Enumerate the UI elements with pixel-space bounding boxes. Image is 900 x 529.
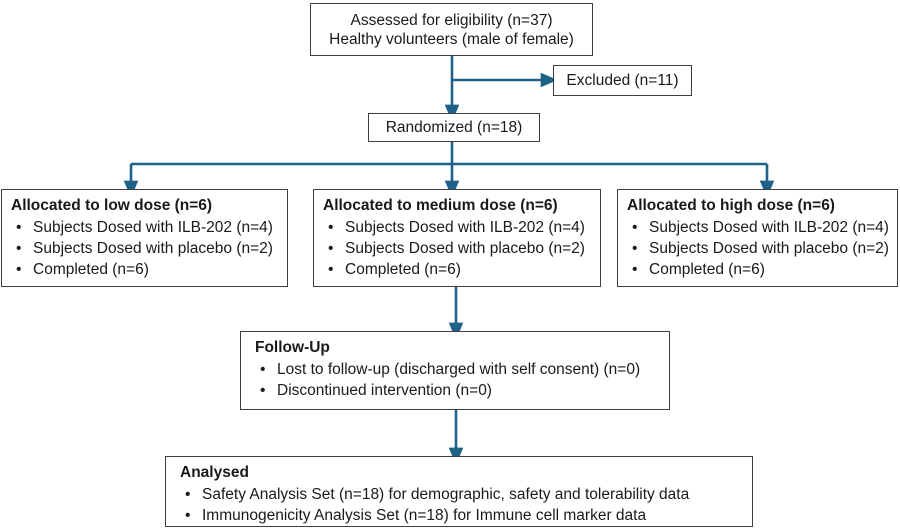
medium-dose-bullet-1: • Subjects Dosed with ILB-202 (n=4)	[323, 217, 592, 238]
medium-dose-title: Allocated to medium dose (n=6)	[323, 197, 558, 214]
high-dose-bullet-1: • Subjects Dosed with ILB-202 (n=4)	[627, 217, 889, 238]
follow-up-bullet-2-text: Discontinued intervention (n=0)	[277, 382, 492, 399]
bullet-icon: •	[16, 261, 22, 278]
bullet-icon: •	[328, 240, 334, 257]
low-dose-bullet-3: • Completed (n=6)	[11, 259, 279, 280]
bullet-icon: •	[185, 507, 191, 524]
high-dose-bullet-2-text: Subjects Dosed with placebo (n=2)	[649, 240, 889, 257]
node-excluded: Excluded (n=11)	[553, 65, 692, 96]
high-dose-bullet-3: • Completed (n=6)	[627, 259, 889, 280]
low-dose-bullet-list: • Subjects Dosed with ILB-202 (n=4) • Su…	[11, 217, 279, 280]
node-allocated-low-dose: Allocated to low dose (n=6) • Subjects D…	[1, 189, 288, 287]
low-dose-bullet-1-text: Subjects Dosed with ILB-202 (n=4)	[33, 219, 273, 236]
node-randomized: Randomized (n=18)	[368, 113, 540, 142]
bullet-icon: •	[328, 219, 334, 236]
analysed-bullet-2: • Immunogenicity Analysis Set (n=18) for…	[180, 505, 744, 526]
medium-dose-bullet-1-text: Subjects Dosed with ILB-202 (n=4)	[345, 219, 585, 236]
medium-dose-bullet-2: • Subjects Dosed with placebo (n=2)	[323, 238, 592, 259]
analysed-bullet-1-text: Safety Analysis Set (n=18) for demograph…	[202, 486, 690, 503]
bullet-icon: •	[16, 240, 22, 257]
high-dose-bullet-1-text: Subjects Dosed with ILB-202 (n=4)	[649, 219, 889, 236]
node-analysed: Analysed • Safety Analysis Set (n=18) fo…	[165, 456, 753, 527]
medium-dose-bullet-3: • Completed (n=6)	[323, 259, 592, 280]
follow-up-bullet-list: • Lost to follow-up (discharged with sel…	[255, 359, 661, 401]
analysed-title: Analysed	[180, 464, 249, 481]
high-dose-title: Allocated to high dose (n=6)	[627, 197, 835, 214]
medium-dose-bullet-2-text: Subjects Dosed with placebo (n=2)	[345, 240, 585, 257]
node-allocated-high-dose: Allocated to high dose (n=6) • Subjects …	[617, 189, 898, 287]
bullet-icon: •	[632, 219, 638, 236]
low-dose-bullet-2-text: Subjects Dosed with placebo (n=2)	[33, 240, 273, 257]
low-dose-bullet-2: • Subjects Dosed with placebo (n=2)	[11, 238, 279, 259]
analysed-bullet-list: • Safety Analysis Set (n=18) for demogra…	[180, 484, 744, 526]
analysed-bullet-1: • Safety Analysis Set (n=18) for demogra…	[180, 484, 744, 505]
randomized-line-1: Randomized (n=18)	[385, 119, 523, 136]
node-allocated-medium-dose: Allocated to medium dose (n=6) • Subject…	[313, 189, 601, 287]
follow-up-title: Follow-Up	[255, 339, 330, 356]
follow-up-bullet-1: • Lost to follow-up (discharged with sel…	[255, 359, 661, 380]
bullet-icon: •	[632, 240, 638, 257]
bullet-icon: •	[260, 382, 266, 399]
node-follow-up: Follow-Up • Lost to follow-up (discharge…	[240, 331, 670, 410]
assessed-line-2: Healthy volunteers (male of female)	[329, 30, 574, 48]
node-assessed-for-eligibility: Assessed for eligibility (n=37) Healthy …	[310, 3, 593, 56]
medium-dose-bullet-list: • Subjects Dosed with ILB-202 (n=4) • Su…	[323, 217, 592, 280]
low-dose-bullet-1: • Subjects Dosed with ILB-202 (n=4)	[11, 217, 279, 238]
bullet-icon: •	[16, 219, 22, 236]
bullet-icon: •	[185, 486, 191, 503]
assessed-line-1: Assessed for eligibility (n=37)	[350, 11, 553, 29]
bullet-icon: •	[328, 261, 334, 278]
excluded-line-1: Excluded (n=11)	[566, 72, 679, 89]
follow-up-bullet-1-text: Lost to follow-up (discharged with self …	[277, 361, 641, 378]
bullet-icon: •	[260, 361, 266, 378]
high-dose-bullet-list: • Subjects Dosed with ILB-202 (n=4) • Su…	[627, 217, 889, 280]
high-dose-bullet-3-text: Completed (n=6)	[649, 261, 765, 278]
low-dose-bullet-3-text: Completed (n=6)	[33, 261, 149, 278]
follow-up-bullet-2: • Discontinued intervention (n=0)	[255, 380, 661, 401]
analysed-bullet-2-text: Immunogenicity Analysis Set (n=18) for I…	[202, 507, 647, 524]
bullet-icon: •	[632, 261, 638, 278]
high-dose-bullet-2: • Subjects Dosed with placebo (n=2)	[627, 238, 889, 259]
medium-dose-bullet-3-text: Completed (n=6)	[345, 261, 461, 278]
low-dose-title: Allocated to low dose (n=6)	[11, 197, 213, 214]
